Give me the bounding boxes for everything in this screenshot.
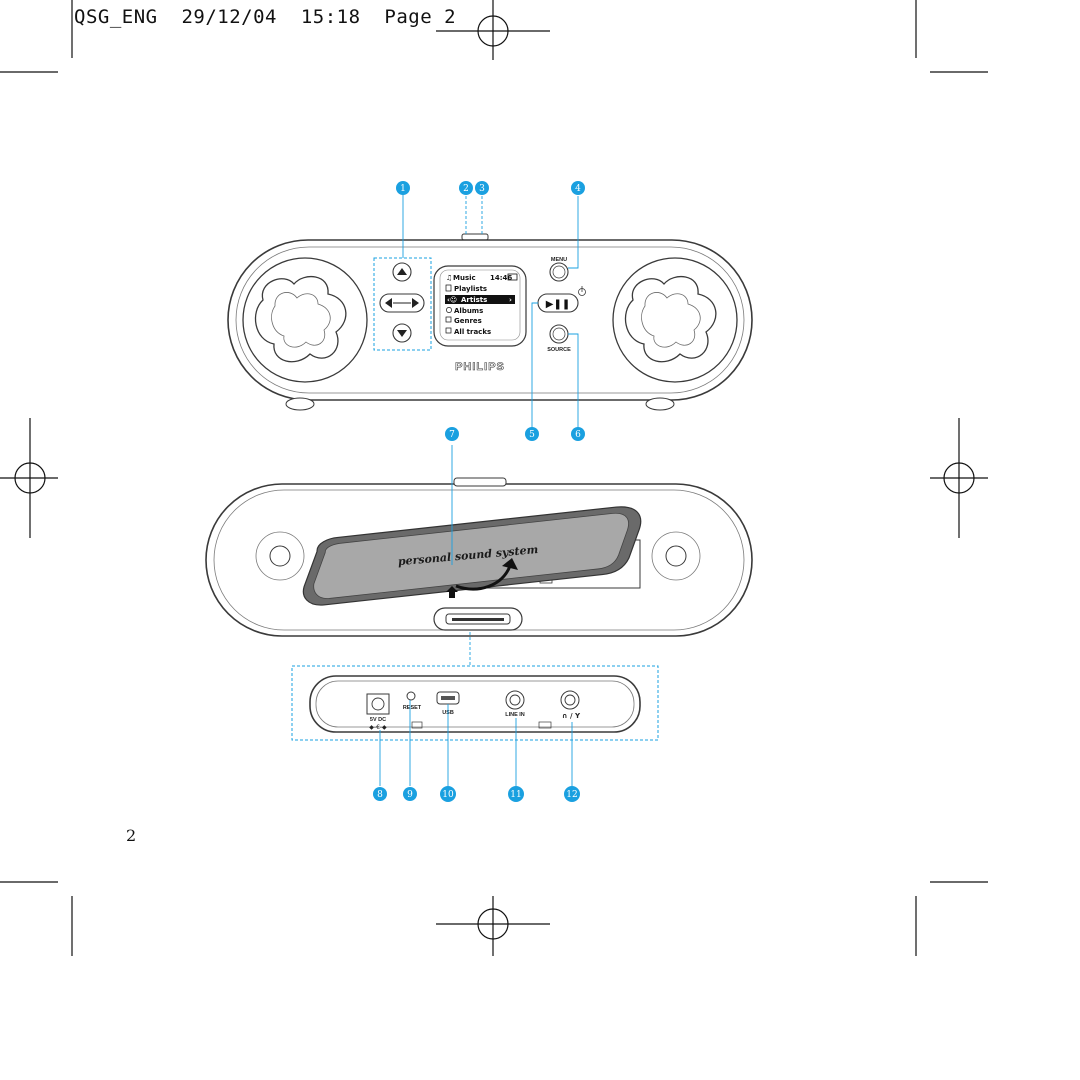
top-button	[461, 233, 489, 241]
music-note-icon: ♫	[446, 274, 452, 282]
line-in-jack	[505, 690, 525, 710]
device-front-view: ♫ Music 14:46 Playlists ‹☺ Artists › Alb…	[227, 233, 753, 411]
svg-text:2: 2	[463, 184, 469, 194]
headphone-label: ∩ / Y	[562, 712, 581, 720]
artist-icon: ‹☺	[447, 296, 457, 304]
down-arrow-icon	[397, 330, 407, 337]
callout-9: 9	[403, 787, 417, 801]
dc-polarity-icon: ◆-€-◆	[369, 724, 387, 731]
callout-3: 3	[475, 181, 489, 195]
callout-11: 11	[508, 786, 524, 802]
album-icon	[446, 307, 452, 313]
tracks-icon	[445, 327, 452, 334]
up-arrow-icon	[397, 268, 407, 275]
reset-label: RESET	[403, 705, 422, 711]
callout-5: 5	[525, 427, 539, 441]
lcd-title: Music	[453, 274, 476, 282]
page-header: QSG_ENG 29/12/04 15:18 Page 2	[74, 6, 457, 28]
svg-text:12: 12	[566, 790, 577, 800]
lcd-item-artists: Artists	[461, 296, 487, 304]
svg-text:7: 7	[449, 430, 455, 440]
lcd-display: ♫ Music 14:46 Playlists ‹☺ Artists › Alb…	[433, 265, 527, 347]
left-arrow-icon	[385, 298, 392, 308]
line-in-label: LINE IN	[505, 712, 525, 718]
navigation-pad	[379, 262, 425, 343]
svg-text:6: 6	[575, 430, 581, 440]
right-speaker	[612, 257, 738, 383]
callout-12: 12	[564, 786, 580, 802]
callout-1: 1	[396, 181, 410, 195]
lcd-item-all-tracks: All tracks	[454, 328, 491, 336]
headphone-jack	[560, 690, 580, 710]
svg-text:3: 3	[479, 184, 485, 194]
svg-text:9: 9	[407, 790, 413, 800]
crop-marks	[0, 0, 988, 956]
dc-jack	[366, 693, 390, 715]
leader-lines-bottom	[379, 700, 573, 786]
lcd-time: 14:46	[490, 274, 512, 282]
svg-text:1: 1	[400, 184, 406, 194]
chevron-right-icon: ›	[509, 296, 512, 304]
lcd-item-genres: Genres	[454, 317, 482, 325]
genre-icon	[445, 316, 452, 323]
lcd-item-albums: Albums	[454, 307, 483, 315]
left-speaker	[242, 257, 368, 383]
svg-text:5: 5	[529, 430, 535, 440]
callout-6: 6	[571, 427, 585, 441]
reset-hole	[406, 691, 416, 701]
callout-4: 4	[571, 181, 585, 195]
callout-10: 10	[440, 786, 456, 802]
play-pause-icon: ▶❚❚	[546, 299, 570, 310]
svg-text:8: 8	[377, 790, 383, 800]
svg-text:11: 11	[510, 790, 521, 800]
dc-label: 5V DC	[370, 717, 386, 723]
menu-label: MENU	[551, 257, 567, 263]
battery-icon	[507, 273, 518, 281]
svg-text:10: 10	[442, 790, 454, 800]
playlist-icon	[445, 284, 452, 292]
callout-8: 8	[373, 787, 387, 801]
callout-markers: 1 2 3 4 5 6 7 8 9 10 11 12	[373, 181, 585, 802]
device-top-view: ◆-€-◆ personal sound system	[205, 477, 753, 637]
push-arrow-icon	[446, 586, 458, 598]
callout-2: 2	[459, 181, 473, 195]
lcd-item-playlists: Playlists	[454, 285, 487, 293]
source-label: SOURCE	[547, 347, 571, 353]
page-number: 2	[126, 826, 137, 845]
leader-lines-top	[402, 195, 579, 428]
menu-button	[549, 262, 569, 282]
lid: personal sound system	[302, 506, 642, 606]
right-arrow-icon	[412, 298, 419, 308]
lift-arrow-icon	[502, 558, 518, 570]
callout-7: 7	[445, 427, 459, 441]
svg-text:4: 4	[575, 184, 581, 194]
device-back-panel: 5V DC ◆-€-◆ RESET USB LINE IN ∩ / Y	[291, 665, 659, 741]
brand-logo: PHILIPS	[455, 361, 505, 373]
